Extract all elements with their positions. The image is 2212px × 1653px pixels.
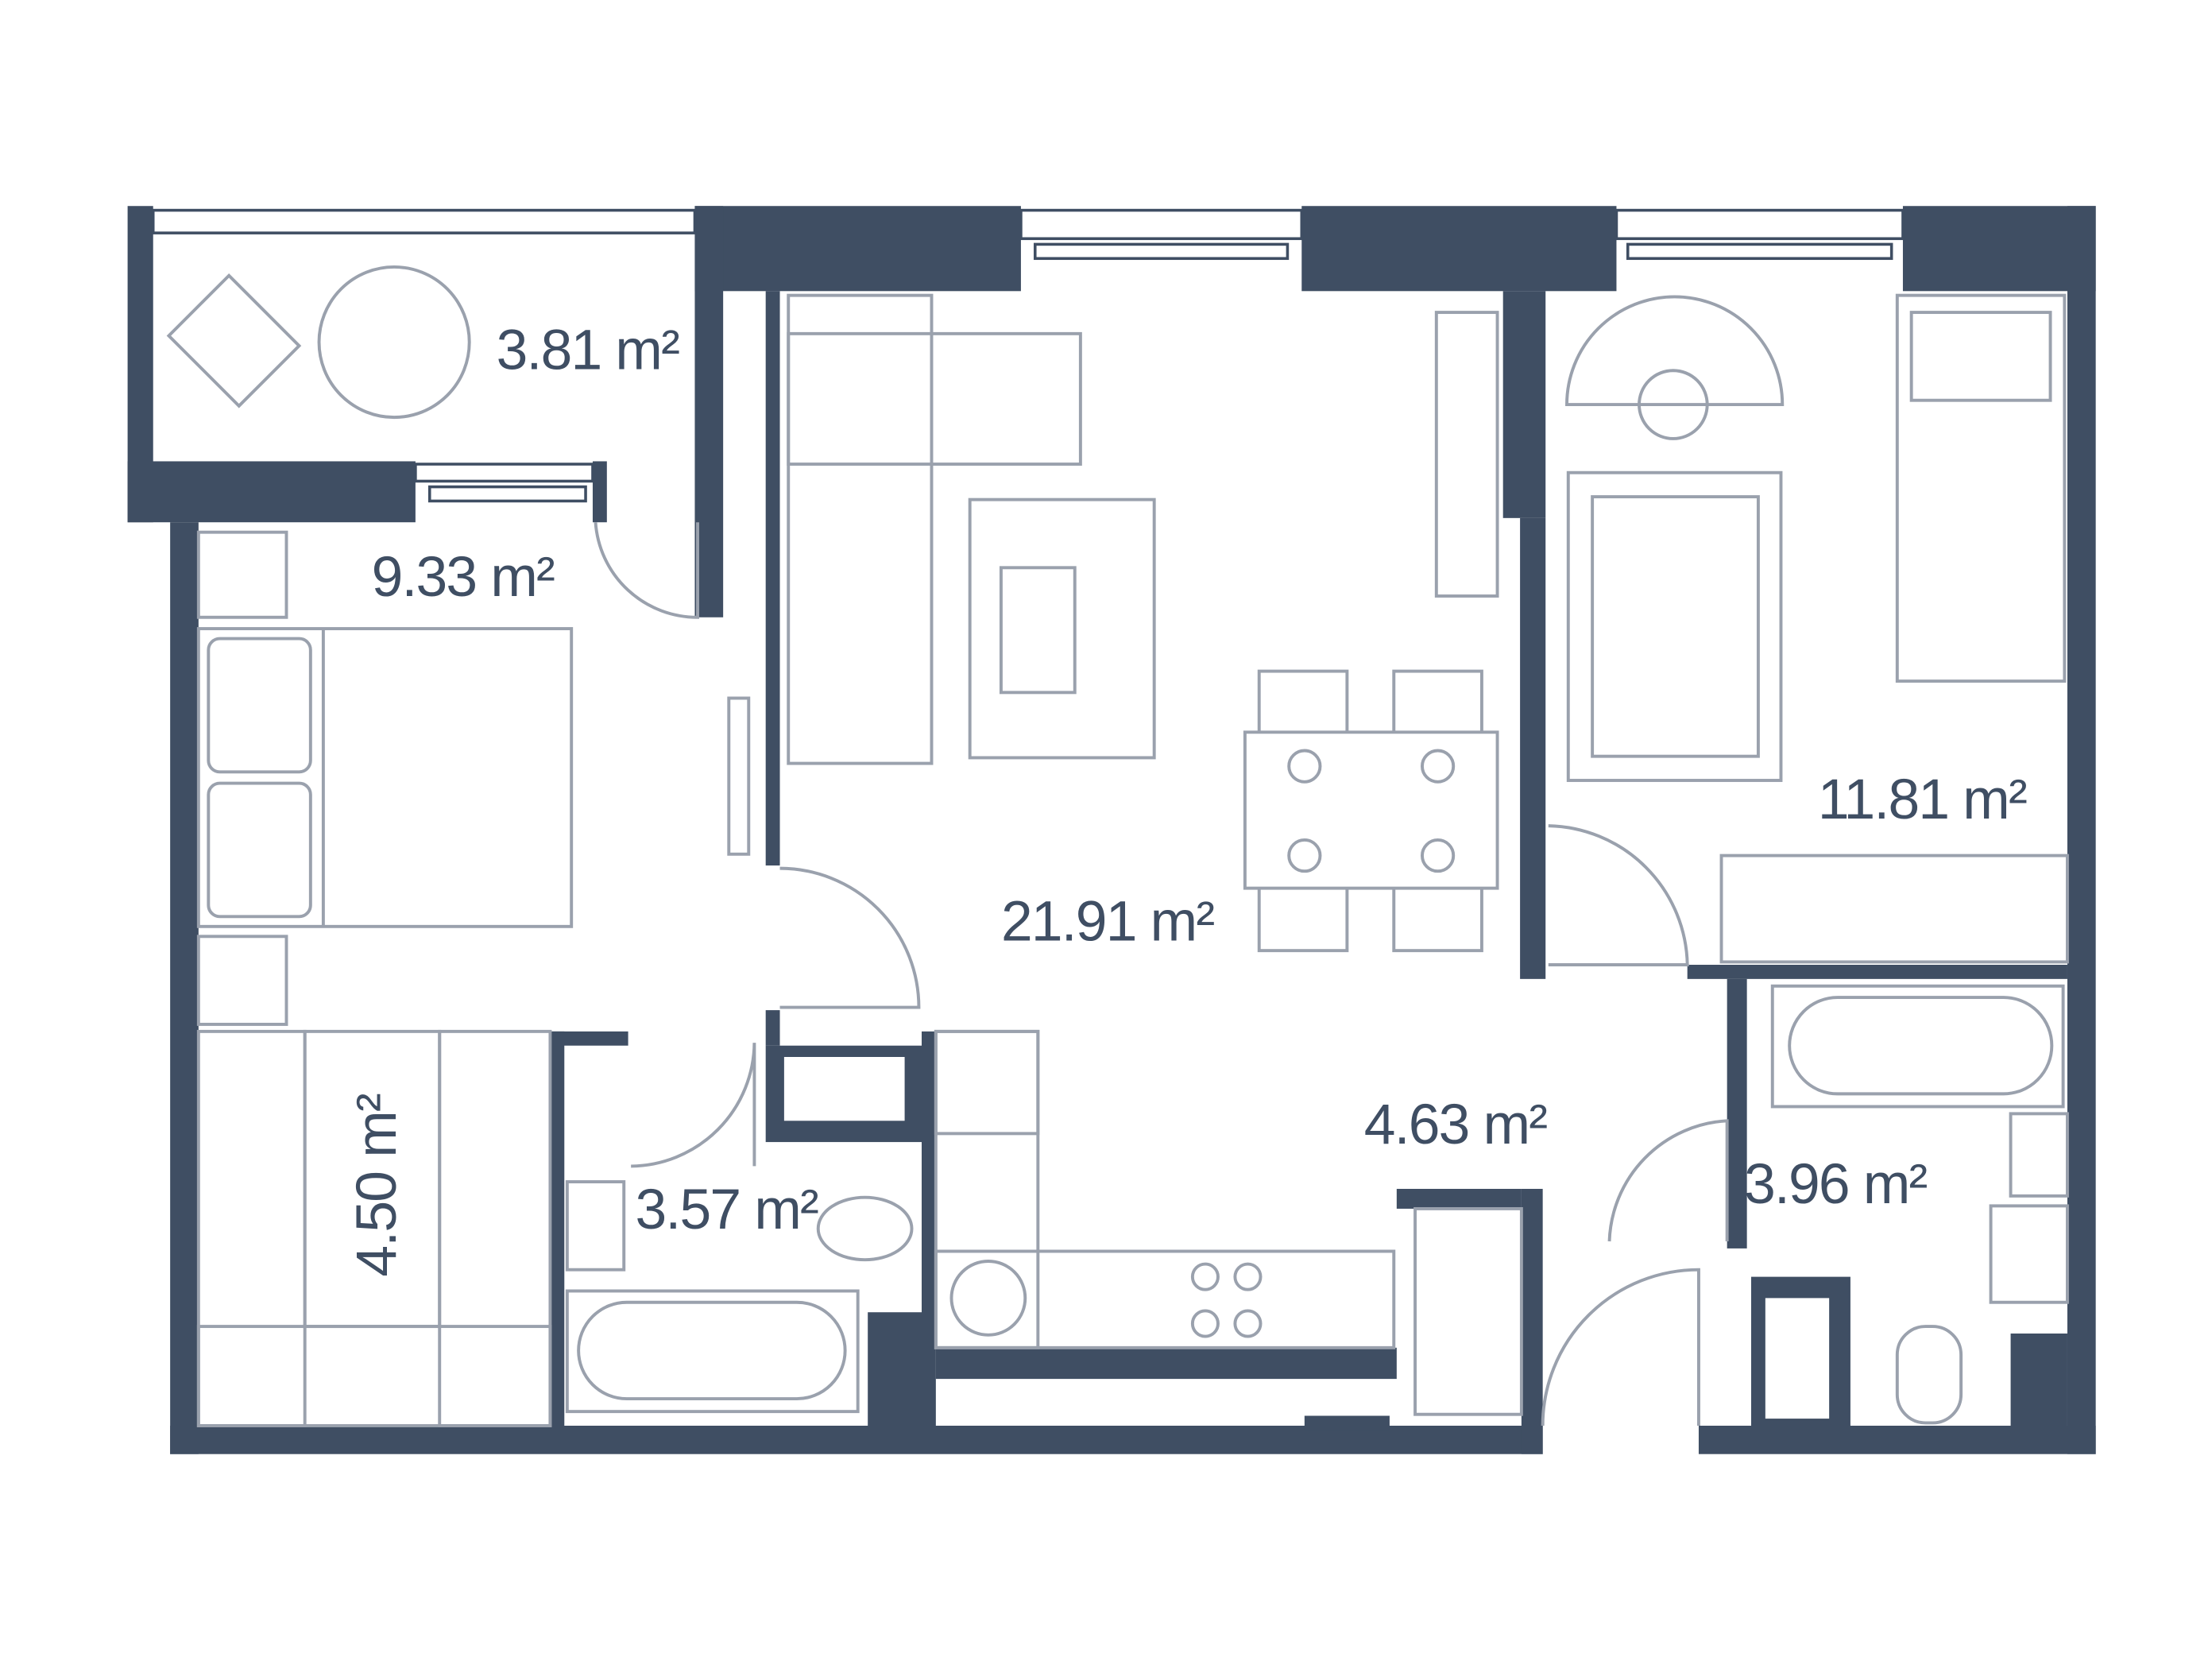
- furniture: [166, 265, 2069, 1427]
- walls: [127, 206, 2096, 1454]
- room-labels: 3.81 m² 9.33 m² 21.91 m² 11.81 m² 4.50 m…: [345, 318, 2028, 1276]
- room-area-kids-room: 11.81 m²: [1818, 768, 2027, 831]
- windows: [151, 208, 1905, 503]
- doors: [594, 522, 1729, 1427]
- room-area-hallway: 4.63 m²: [1364, 1093, 1547, 1156]
- room-area-bathroom-1: 3.57 m²: [636, 1178, 818, 1241]
- room-area-balcony: 3.81 m²: [497, 318, 679, 381]
- room-area-wardrobe: 4.50 m²: [345, 1094, 408, 1276]
- room-area-bedroom: 9.33 m²: [372, 545, 555, 609]
- room-area-bathroom-2: 3.96 m²: [1744, 1152, 1927, 1216]
- room-area-living-kitchen: 21.91 m²: [1001, 890, 1214, 954]
